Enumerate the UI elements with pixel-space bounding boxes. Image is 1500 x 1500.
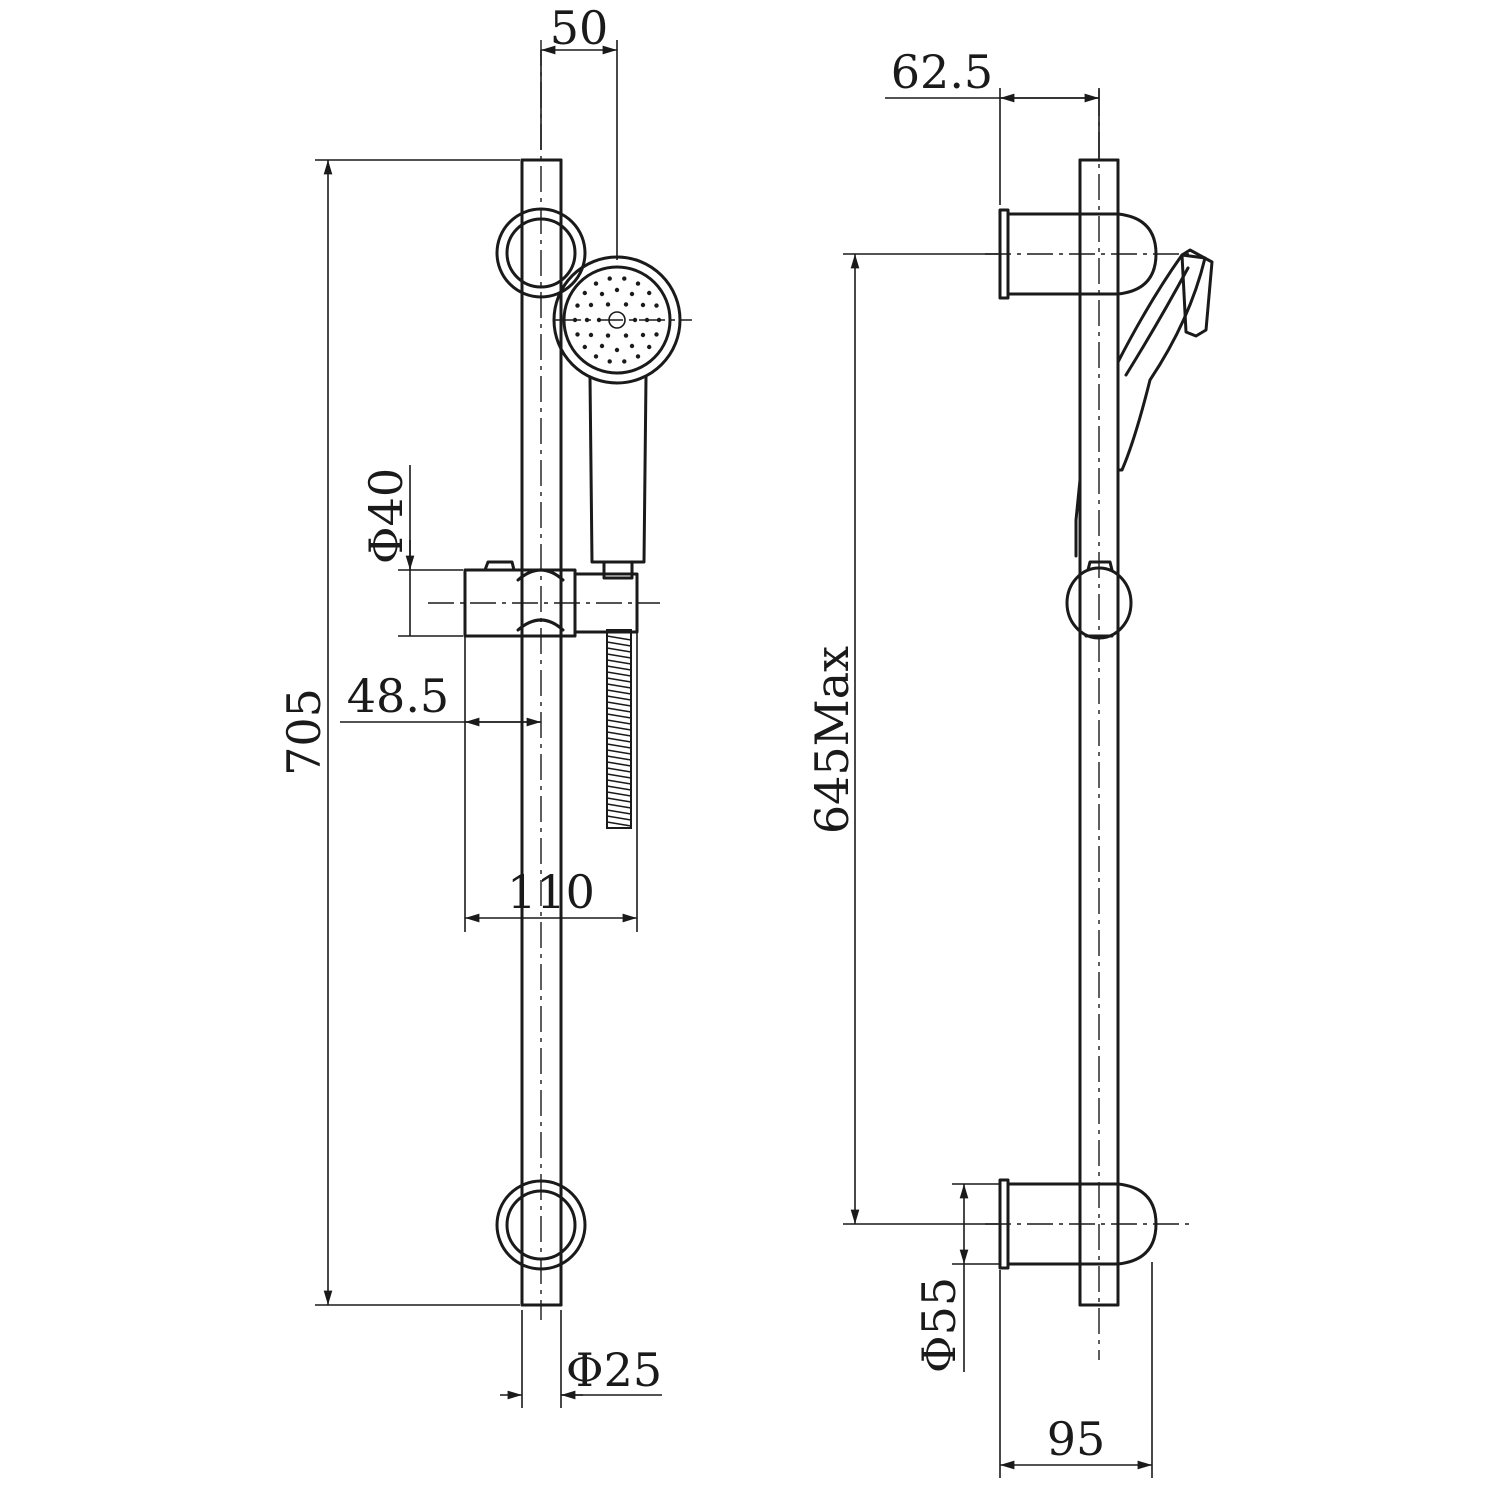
hose-coil — [606, 815, 632, 821]
nozzle-dot — [607, 276, 612, 281]
hose-coil — [606, 731, 632, 737]
dim-slider-width-label: 110 — [507, 865, 595, 919]
dim-overall-length: 705 — [277, 159, 520, 1306]
dim-bracket-depth: 62.5 — [885, 45, 1100, 205]
hose-coil — [606, 683, 632, 689]
hose-coil — [606, 713, 632, 719]
hose-coil — [606, 791, 632, 797]
hose-coil — [606, 755, 632, 761]
nozzle-dot — [582, 344, 587, 350]
dim-slider-diameter-label: Φ40 — [359, 468, 413, 564]
dim-rail-diameter-label: Φ25 — [566, 1343, 662, 1397]
hose-coil — [606, 803, 632, 809]
dim-adjustable-length-label: 645Max — [805, 646, 859, 834]
hose-coil — [606, 779, 632, 785]
front-rail — [520, 40, 563, 1320]
dim-slider-offset-label: 48.5 — [347, 669, 449, 723]
hose-coil — [606, 677, 632, 683]
nozzle-dot — [599, 291, 605, 297]
hose-coil — [606, 821, 632, 827]
nozzle-dot — [622, 276, 627, 281]
hose-coil — [606, 785, 632, 791]
side-hand-shower — [1074, 248, 1214, 558]
hose-coil — [606, 737, 632, 743]
nozzle-dot — [632, 317, 638, 323]
nozzle-dot — [605, 302, 611, 307]
dim-adjustable-length: 645Max — [805, 253, 998, 1225]
hose-coil — [606, 797, 632, 803]
hose-coil — [606, 749, 632, 755]
nozzle-dot — [582, 290, 587, 296]
nozzle-dot — [614, 347, 620, 353]
nozzle-dot — [588, 332, 594, 338]
front-hand-shower — [552, 255, 692, 580]
dim-wall-projection-label: 95 — [1047, 1412, 1106, 1466]
side-bottom-bracket — [985, 1178, 1195, 1270]
hose-coil — [606, 701, 632, 707]
hose-coil — [606, 659, 632, 665]
hose-coil — [606, 653, 632, 659]
front-hose — [606, 629, 632, 829]
dim-slider-offset: 48.5 — [340, 669, 541, 727]
dim-rail-diameter: Φ25 — [500, 1310, 662, 1408]
hose-coil — [606, 761, 632, 767]
nozzle-dot — [647, 344, 652, 350]
nozzle-dot — [614, 287, 620, 293]
dim-slider-width: 110 — [464, 632, 638, 932]
nozzle-dot — [623, 302, 629, 307]
nozzle-dot — [575, 332, 580, 337]
nozzle-dot — [647, 290, 652, 296]
side-top-bracket — [985, 208, 1190, 300]
nozzle-dot — [607, 359, 612, 364]
nozzle-dot — [640, 302, 646, 308]
nozzle-dot — [640, 332, 646, 338]
hose-coil — [606, 671, 632, 677]
side-rail — [1078, 90, 1120, 1360]
nozzle-dot — [593, 354, 599, 359]
nozzle-dot — [629, 343, 635, 349]
hose-coil — [606, 809, 632, 815]
hose-coil — [606, 707, 632, 713]
front-view: 50 705 Φ40 48.5 110 — [277, 1, 692, 1408]
dim-bracket-depth-label: 62.5 — [891, 45, 993, 99]
nozzle-dot — [622, 359, 627, 364]
hose-coil — [606, 743, 632, 749]
hose-coil — [606, 773, 632, 779]
front-top-bracket — [495, 207, 587, 299]
front-bottom-bracket — [495, 1179, 587, 1271]
nozzle-dot — [588, 302, 594, 308]
nozzle-dot — [629, 291, 635, 297]
nozzle-dot — [605, 333, 611, 338]
nozzle-dot — [593, 281, 599, 286]
dim-slider-diameter: Φ40 — [359, 465, 463, 637]
side-slider — [1065, 560, 1133, 640]
nozzle-dot — [575, 303, 580, 308]
hose-coil — [606, 725, 632, 731]
nozzle-dot — [599, 343, 605, 349]
dim-overall-length-label: 705 — [277, 688, 331, 776]
hose-coil — [606, 689, 632, 695]
nozzle-dot — [654, 332, 659, 337]
hose-coil — [606, 635, 632, 641]
side-view: 62.5 645Max Φ55 95 — [805, 45, 1214, 1478]
dim-wall-projection: 95 — [999, 1262, 1153, 1478]
hose-coil — [606, 665, 632, 671]
hose-coil — [606, 647, 632, 653]
hose-coil — [606, 719, 632, 725]
dim-head-offset-label: 50 — [550, 1, 609, 55]
hose-coil — [606, 767, 632, 773]
dim-bracket-diameter-label: Φ55 — [912, 1277, 966, 1373]
front-slider — [428, 560, 660, 638]
hose-coil — [606, 641, 632, 647]
dim-bracket-diameter: Φ55 — [912, 1183, 1000, 1373]
nozzle-dot — [623, 333, 629, 338]
hose-coil — [606, 695, 632, 701]
dim-head-offset: 50 — [540, 1, 618, 260]
nozzle-dot — [635, 281, 641, 286]
nozzle-dot — [654, 303, 659, 308]
nozzle-dot — [635, 354, 641, 359]
hose-coils — [606, 635, 632, 827]
